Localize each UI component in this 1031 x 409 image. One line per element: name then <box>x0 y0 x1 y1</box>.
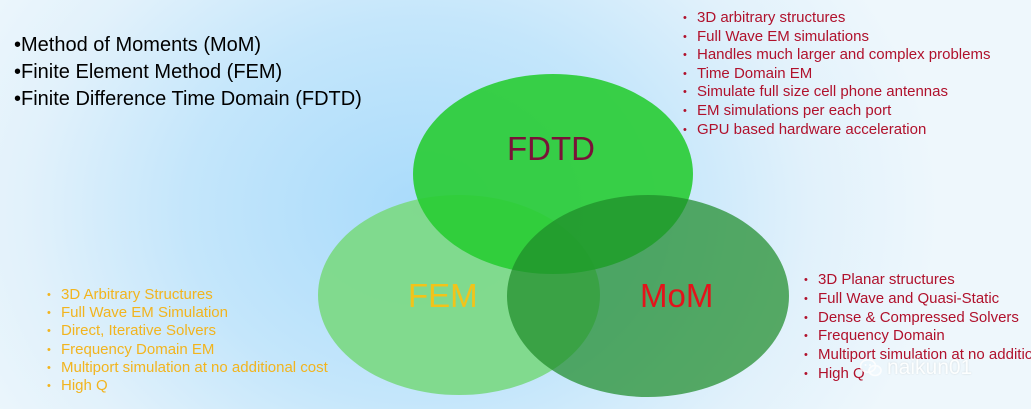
fdtd-feature: 3D arbitrary structures <box>683 9 990 28</box>
fdtd-feature: Time Domain EM <box>683 65 990 84</box>
fem-feature: Frequency Domain EM <box>47 341 328 359</box>
fem-feature: 3D Arbitrary Structures <box>47 286 328 304</box>
mom-feature: Dense & Compressed Solvers <box>804 309 1031 328</box>
fdtd-feature-list: 3D arbitrary structures Full Wave EM sim… <box>683 9 990 139</box>
watermark-text: naikun01 <box>887 356 973 379</box>
fem-feature-list: 3D Arbitrary Structures Full Wave EM Sim… <box>47 286 328 395</box>
fem-label: FEM <box>408 277 478 314</box>
fdtd-label: FDTD <box>507 130 595 167</box>
mom-feature: 3D Planar structures <box>804 271 1031 290</box>
watermark: naikun01 <box>860 356 972 380</box>
mom-feature: High Q <box>804 365 1031 384</box>
fdtd-feature: Handles much larger and complex problems <box>683 46 990 65</box>
method-item-fdtd: Finite Difference Time Domain (FDTD) <box>14 86 362 113</box>
method-item-mom: Method of Moments (MoM) <box>14 32 362 59</box>
circle-mom <box>507 195 789 397</box>
fdtd-feature: Full Wave EM simulations <box>683 28 990 47</box>
fem-feature: Multiport simulation at no additional co… <box>47 359 328 377</box>
fem-feature: Direct, Iterative Solvers <box>47 322 328 340</box>
mom-feature-list: 3D Planar structures Full Wave and Quasi… <box>804 271 1031 384</box>
method-item-fem: Finite Element Method (FEM) <box>14 59 362 86</box>
method-list: Method of Moments (MoM) Finite Element M… <box>14 32 362 113</box>
fem-feature: Full Wave EM Simulation <box>47 304 328 322</box>
mom-feature: Full Wave and Quasi-Static <box>804 290 1031 309</box>
mom-feature: Frequency Domain <box>804 327 1031 346</box>
fdtd-feature: EM simulations per each port <box>683 102 990 121</box>
mom-label: MoM <box>640 277 714 314</box>
fdtd-feature: GPU based hardware acceleration <box>683 121 990 140</box>
fdtd-feature: Simulate full size cell phone antennas <box>683 83 990 102</box>
fem-feature: High Q <box>47 377 328 395</box>
chat-bubble-icon <box>860 359 882 377</box>
mom-feature: Multiport simulation at no additional co… <box>804 346 1031 365</box>
